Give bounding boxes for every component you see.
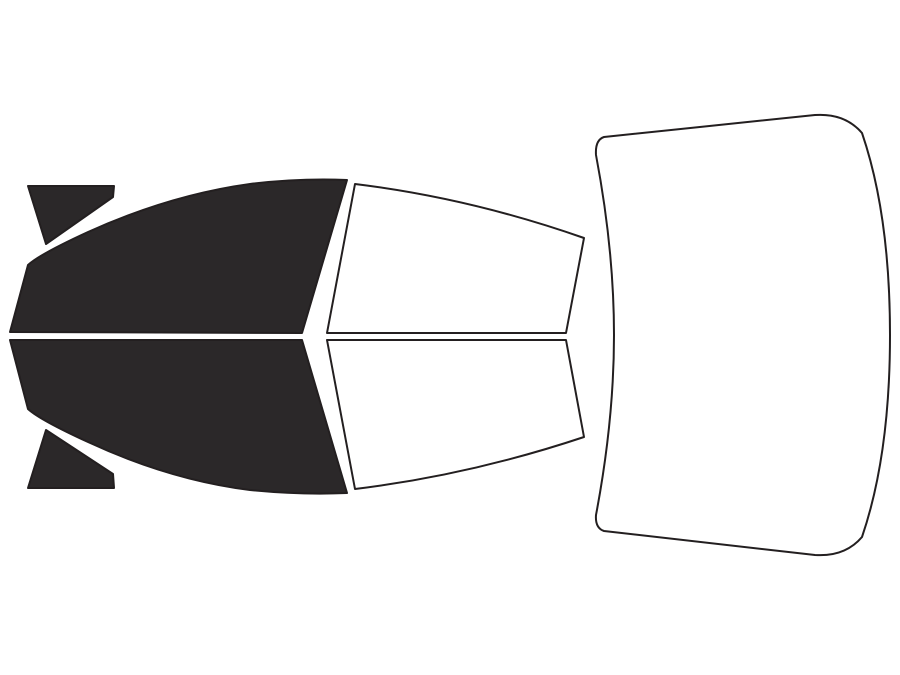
rear-windshield[interactable]	[594, 113, 891, 557]
rear-quarter-window-bottom[interactable]	[27, 429, 115, 489]
front-door-window-top[interactable]	[326, 183, 585, 334]
rear-door-window-bottom[interactable]	[9, 339, 348, 495]
front-door-window-bottom[interactable]	[326, 339, 585, 490]
rear-quarter-window-top[interactable]	[27, 185, 115, 245]
rear-door-window-top[interactable]	[9, 178, 348, 334]
